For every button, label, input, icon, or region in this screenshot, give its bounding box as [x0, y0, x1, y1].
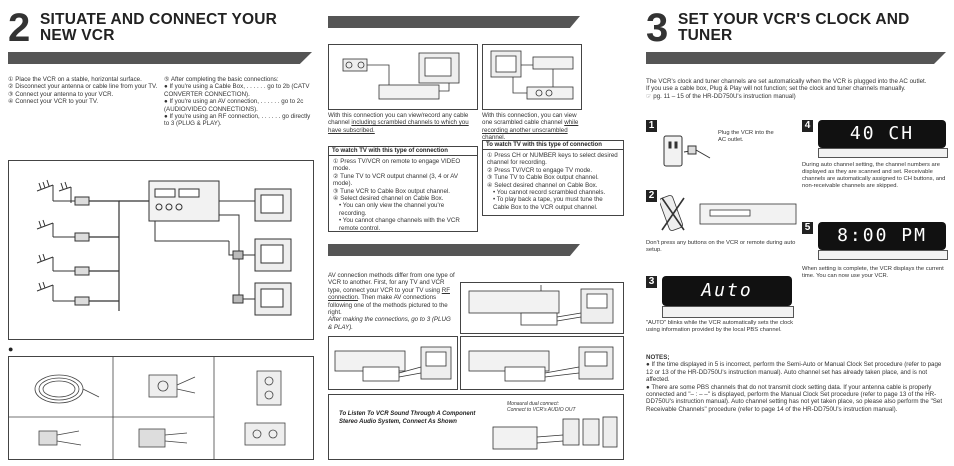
channel-display-text: 40 CH	[849, 123, 915, 144]
time-display-text: 8:00 PM	[837, 225, 927, 246]
section-3-bar	[646, 52, 946, 64]
step-1: ① Place the VCR on a stable, horizontal …	[8, 76, 142, 83]
note-2: ● There are some PBS channels that do no…	[646, 383, 943, 413]
section-2c-bar	[328, 244, 580, 256]
section-2b-bar	[328, 16, 580, 28]
section-3-title-line2: TUNER	[678, 27, 733, 44]
catv-left-instructions: To watch TV with this type of connection…	[328, 146, 478, 232]
auto-display: Auto	[662, 276, 792, 306]
step-3: ③ Connect your antenna to your VCR.	[8, 90, 114, 98]
bullet-rf: ● If you're using an RF connection, . . …	[164, 113, 311, 128]
vcr-no-press-icon	[660, 195, 797, 231]
notes: NOTES; ● If the time displayed in 5 is i…	[646, 354, 948, 413]
section-2-steps: ① Place the VCR on a stable, horizontal …	[8, 76, 158, 106]
section-3-intro: The VCR's clock and tuner channels are s…	[646, 78, 927, 100]
accessories-box	[8, 356, 314, 460]
step-4: ④ Connect your VCR to your TV.	[8, 98, 99, 106]
connection-diagram	[8, 160, 314, 340]
notes-title: NOTES;	[646, 354, 670, 361]
stereo-note: To Listen To VCR Sound Through A Compone…	[339, 411, 476, 425]
section-3-title-line1: SET YOUR VCR'S CLOCK AND	[678, 11, 910, 28]
vcr-body-step5	[818, 250, 948, 260]
av-diagram-bottom-left	[328, 336, 458, 390]
mono-note: Monaural dual connect: Connect to VCR's …	[507, 401, 576, 413]
bullet-cable-box: ● If you're using a Cable Box, . . . . .…	[164, 83, 310, 98]
bullet-av: ● If you're using an AV connection, . . …	[164, 98, 304, 113]
step-5: ⑤ After completing the basic connections…	[164, 76, 279, 83]
vcr-body-step3	[662, 306, 794, 318]
step-1-number: 1	[646, 120, 657, 132]
catv-diagram-left	[328, 44, 478, 110]
section-2-step5: ⑤ After completing the basic connections…	[164, 76, 314, 128]
section-3-title: SET YOUR VCR'S CLOCK AND TUNER	[678, 12, 910, 44]
step-2-number: 2	[646, 190, 657, 202]
catv-left-text: With this connection you can view/record…	[328, 112, 469, 134]
antenna-icon-3	[36, 253, 54, 264]
antenna-icon-1	[36, 179, 54, 192]
catv-diagram-right	[482, 44, 582, 110]
time-display: 8:00 PM	[818, 222, 946, 250]
step-3-number: 3	[646, 276, 657, 288]
step-1-text: Plug the VCR into the AC outlet.	[718, 130, 774, 143]
section-2-bar	[8, 52, 312, 64]
av-text: AV connection methods differ from one ty…	[328, 272, 455, 331]
step-4-number: 4	[802, 120, 813, 132]
step-5-number: 5	[802, 222, 813, 234]
section-2-title: SITUATE AND CONNECT YOUR NEW VCR	[40, 12, 277, 44]
section-3-number: 3	[646, 6, 669, 50]
step-2: ② Disconnect your antenna or cable line …	[8, 83, 158, 91]
note-1: ● If the time displayed in 5 is incorrec…	[646, 361, 942, 384]
step-3-text: "AUTO" blinks while the VCR automaticall…	[646, 320, 794, 333]
step-2-text: Don't press any buttons on the VCR or re…	[646, 240, 796, 253]
section-2-number: 2	[8, 6, 31, 50]
catv-left-instructions-title: To watch TV with this type of connection	[329, 147, 477, 156]
stereo-system-box: To Listen To VCR Sound Through A Compone…	[328, 394, 624, 460]
step-5-text: When setting is complete, the VCR displa…	[802, 266, 944, 279]
auto-display-text: Auto	[701, 280, 753, 301]
catv-right-text: With this connection, you can view one s…	[482, 112, 579, 142]
catv-right-instructions: To watch TV with this type of connection…	[482, 140, 624, 216]
catv-right-instructions-title: To watch TV with this type of connection	[483, 141, 623, 150]
accessories-svg	[9, 357, 286, 459]
ac-outlet-icon	[663, 135, 711, 167]
vcr-body-step4	[818, 148, 948, 158]
section-2-title-line2: NEW VCR	[40, 27, 115, 44]
antenna-icon-4	[36, 281, 54, 292]
step-4-text: During auto channel setting, the channel…	[802, 162, 946, 189]
connection-diagram-svg	[36, 179, 292, 316]
channel-display: 40 CH	[818, 120, 946, 148]
av-diagram-top	[460, 282, 624, 334]
accessories-bullet: ●	[8, 344, 14, 354]
section-2-title-line1: SITUATE AND CONNECT YOUR	[40, 11, 278, 28]
antenna-icon-2	[36, 219, 54, 230]
av-diagram-bottom-right	[460, 336, 624, 390]
